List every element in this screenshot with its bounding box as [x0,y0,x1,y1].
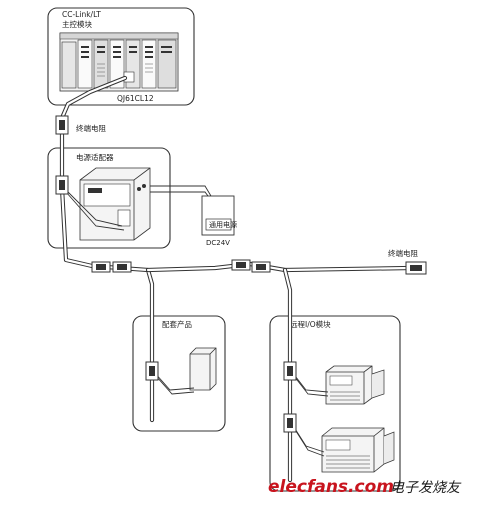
accessory-frame [132,315,226,432]
branch-connector-1 [91,261,111,273]
master-module-group: CC-Link/LT 主控模块 [47,7,195,106]
general-power-label: 通用电源 [209,220,237,229]
remote-io-connector-2 [283,413,297,433]
accessory-connector [145,361,159,381]
remote-io-module-2 [321,427,395,473]
dc24v-label: DC24V [206,239,230,247]
remote-io-module-1 [325,365,385,405]
terminator-right-label: 终端电阻 [388,248,418,258]
remote-io-group: 远程I/O模块 [269,315,401,492]
adapter-connector [55,175,69,195]
terminator-top-connector [55,115,69,135]
watermark-site-text: elecfans.com [268,477,394,497]
general-power-supply: 通用电源 DC24V [150,185,237,247]
branch-connector-4 [251,261,271,273]
watermark-cn-text: 电子发烧友 [390,480,462,496]
branch-cables [63,187,329,457]
master-model-label: QJ61CL12 [117,94,154,103]
terminator-right-connector [405,261,427,275]
accessory-group: 配套产品 [132,315,226,432]
master-network-label: CC-Link/LT [62,10,101,19]
terminator-top-label: 终端电阻 [76,123,106,133]
plc-rack-image [59,32,179,92]
accessory-product-image [189,347,217,391]
watermark: elecfans.com 电子发烧友 [268,477,462,497]
branch-connector-2 [112,261,132,273]
accessory-label: 配套产品 [162,319,192,329]
cable-connectors [55,115,427,433]
power-adapter-group: 电源适配器 [47,147,171,249]
power-adapter-label: 电源适配器 [76,152,114,162]
power-adapter-image [79,167,151,241]
remote-io-label: 远程I/O模块 [290,319,331,329]
remote-io-connector-1 [283,361,297,381]
branch-connector-3 [231,259,251,271]
master-module-label: 主控模块 [62,19,92,29]
